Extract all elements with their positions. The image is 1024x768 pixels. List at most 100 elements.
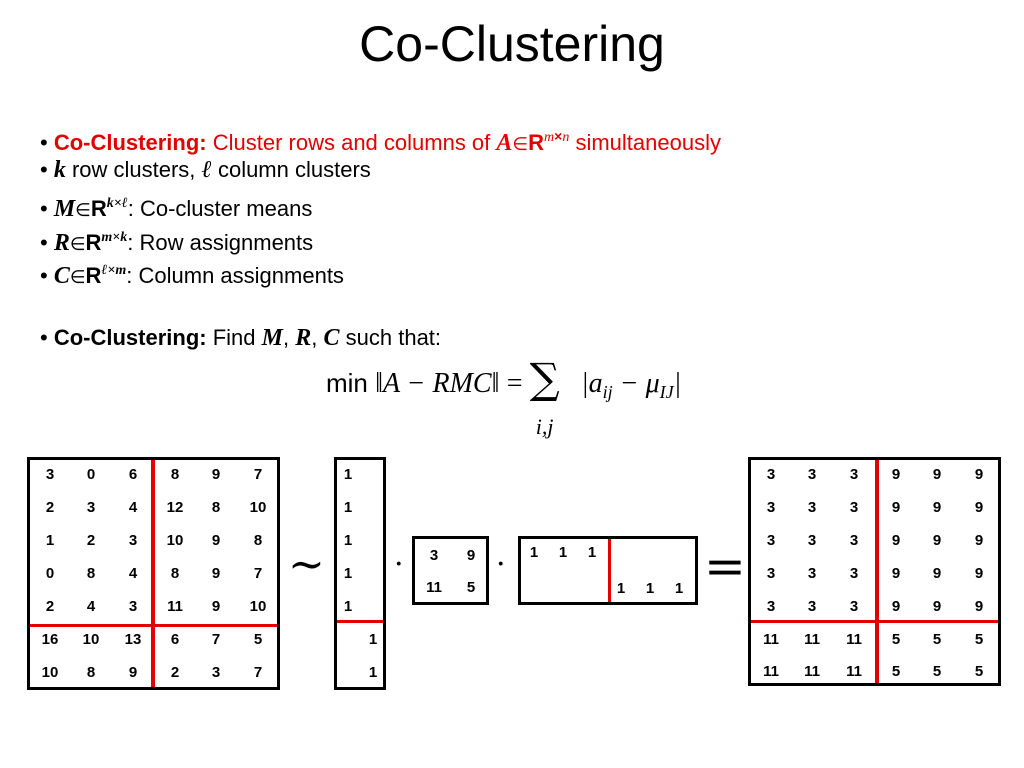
dot-operator: · (394, 547, 404, 582)
math-var-r: R (295, 325, 312, 351)
matrix-cell: 5 (974, 663, 984, 680)
matrix-cell: 7 (253, 565, 263, 582)
matrix-cell: 6 (170, 631, 180, 648)
matrix-cell: 3 (128, 598, 138, 615)
matrix-cell: 1 (343, 466, 353, 483)
formula-norm: ‖A − RMC‖ (375, 368, 500, 399)
matrix-cell: 3 (86, 499, 96, 516)
matrix-cell: 11 (426, 579, 442, 596)
matrix-cell: 9 (891, 598, 901, 615)
matrix-cell: 1 (343, 532, 353, 549)
cluster-divider-line (875, 460, 879, 683)
matrix-cell: 3 (807, 532, 817, 549)
matrix-cell: 8 (86, 664, 96, 681)
matrix-cell: 5 (974, 631, 984, 648)
bullet-definition: • Co-Clustering: Cluster rows and column… (40, 128, 721, 156)
matrix-cell: 2 (45, 499, 55, 516)
matrix-cell: 5 (466, 579, 476, 596)
bullet-objective: • Co-Clustering: Find M, R, C such that: (40, 325, 442, 351)
matrix-cell: 7 (253, 466, 263, 483)
matrix-cell: 9 (932, 499, 942, 516)
cluster-divider-line (608, 539, 611, 602)
matrix-cell: 9 (211, 565, 221, 582)
matrix-cell: 9 (128, 664, 138, 681)
cluster-divider-line (30, 624, 277, 627)
matrix-cell: 10 (249, 499, 267, 516)
bullet-text: row clusters, (71, 157, 196, 182)
matrix-cell: 11 (846, 663, 862, 680)
matrix-cell: 9 (974, 499, 984, 516)
matrix-cell: 9 (466, 547, 476, 564)
matrix-cell: 9 (974, 466, 984, 483)
matrix-cell: 8 (170, 565, 180, 582)
math-var-c: C (323, 325, 340, 351)
matrix-cell: 9 (932, 466, 942, 483)
objective-formula: min ‖A − RMC‖ = ∑i,j |aij − μIJ| (326, 358, 681, 440)
matrix-cell: 0 (45, 565, 55, 582)
matrix-cell: 1 (645, 580, 655, 597)
dim-n: n (562, 130, 570, 145)
matrix-cell: 11 (763, 663, 779, 680)
bullet-means: • M∈Rk×ℓ: Co-cluster means (40, 196, 313, 222)
element-of-symbol: ∈ (75, 200, 91, 221)
matrix-cell: 8 (253, 532, 263, 549)
math-var-m: M (261, 325, 283, 351)
matrix-cell: 4 (128, 565, 138, 582)
matrix-cell: 9 (211, 532, 221, 549)
matrix-cell: 5 (891, 663, 901, 680)
matrix-cell: 3 (849, 532, 859, 549)
reals-symbol: R (85, 263, 102, 288)
matrix-cell: 8 (211, 499, 221, 516)
matrix-cell: 4 (86, 598, 96, 615)
comma: , (282, 325, 290, 350)
matrix-cell: 8 (86, 565, 96, 582)
matrix-cell: 9 (974, 532, 984, 549)
bullet-label: Co-Clustering: (53, 325, 207, 350)
approx-symbol: ∼ (288, 539, 325, 590)
matrix-cell: 11 (804, 631, 820, 648)
formula-min: min (326, 368, 368, 398)
matrix-cell: 9 (211, 466, 221, 483)
dimension-superscript: k×ℓ (106, 196, 128, 211)
matrix-cell: 5 (891, 631, 901, 648)
matrix-cell: 7 (253, 664, 263, 681)
math-var-r: R (53, 230, 70, 256)
bullet-text: Cluster rows and columns of (212, 130, 491, 155)
math-var-a: A (496, 130, 513, 156)
element-of-symbol: ∈ (69, 267, 86, 288)
matrix-cell: 5 (932, 631, 942, 648)
matrix-cell: 1 (45, 532, 55, 549)
matrix-cell: 1 (558, 544, 568, 561)
dim-m: m (544, 130, 555, 145)
matrix-cell: 5 (932, 663, 942, 680)
cluster-divider-line (751, 620, 998, 623)
matrix-cell: 3 (211, 664, 221, 681)
matrix-cell: 11 (763, 631, 779, 648)
formula-subscript-ij: ij (602, 382, 613, 403)
matrix-cell: 11 (804, 663, 820, 680)
matrix-cell: 2 (170, 664, 180, 681)
comma: , (311, 325, 318, 350)
matrix-cell: 10 (249, 598, 267, 615)
formula-equals: = (506, 368, 523, 399)
bullet-text: Find (212, 325, 256, 350)
bullet-text-end: : Row assignments (127, 230, 314, 255)
matrix-cell: 8 (170, 466, 180, 483)
matrix-cell: 3 (849, 565, 859, 582)
dot-operator: · (496, 547, 506, 582)
slide-title: Co-Clustering (359, 16, 665, 72)
matrix-cell: 0 (86, 466, 96, 483)
equals-symbol: = (704, 537, 746, 595)
matrix-cell: 10 (41, 664, 59, 681)
matrix-cell: 9 (974, 565, 984, 582)
sigma-glyph: ∑ (529, 354, 560, 404)
cluster-divider-line (151, 460, 155, 687)
matrix-cell: 10 (82, 631, 100, 648)
matrix-cell: 3 (766, 598, 776, 615)
bullet-text-end: column clusters (217, 157, 371, 182)
matrix-cell: 4 (128, 499, 138, 516)
